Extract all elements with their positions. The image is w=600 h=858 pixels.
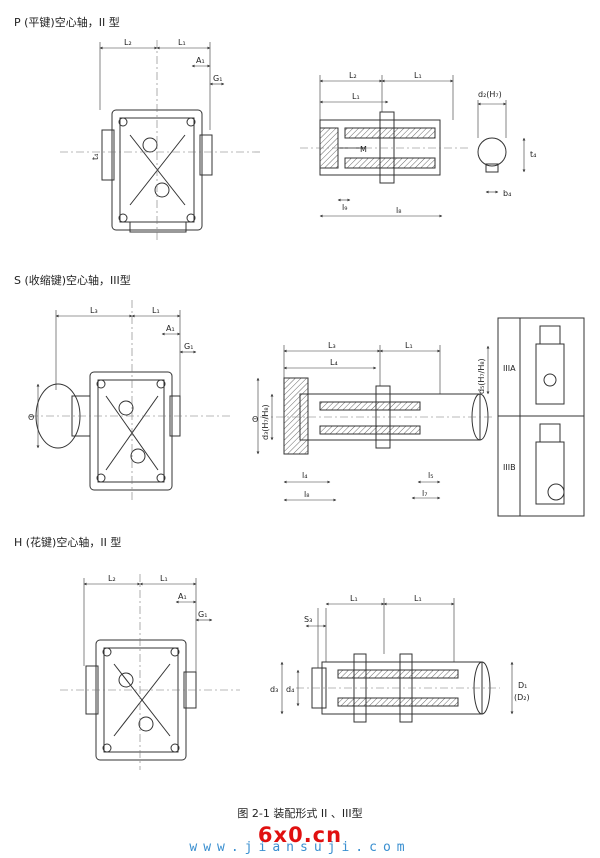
dim-label-p-shaft-L2: L₂	[349, 71, 357, 80]
variant-label-IIIA: IIIA	[503, 364, 516, 373]
dim-label-p-L2: L₂	[124, 38, 132, 47]
dim-label-h-shaft-L1a: L₁	[350, 594, 358, 603]
dimensions-h-shaft	[280, 598, 514, 715]
hollow-shaft-p	[319, 111, 441, 184]
dim-label-p-t4: t₄	[530, 150, 536, 159]
watermark: 6x0.cn	[0, 823, 600, 847]
key-section-p	[477, 137, 507, 173]
gearbox-p	[101, 109, 213, 233]
dim-label-h-shaft-L1b: L₁	[414, 594, 422, 603]
dim-label-s-theta: Θ	[28, 413, 34, 422]
variants-box	[497, 317, 585, 517]
dim-label-p-l9: l₉	[342, 203, 347, 212]
dim-label-s-l5: l₅	[428, 471, 433, 480]
dim-label-p-L1: L₁	[178, 38, 186, 47]
dim-label-s-shaft-L1: L₁	[405, 341, 413, 350]
dim-label-s-l7: l₇	[422, 489, 427, 498]
dimensions-p	[60, 40, 260, 240]
dim-label-s-l4: l₄	[302, 471, 307, 480]
dimensions-p-key	[477, 100, 526, 194]
dim-label-p-d: t₄	[91, 154, 100, 160]
dimensions-p-shaft	[300, 75, 470, 218]
dim-label-p-l8: l₈	[396, 206, 401, 215]
dim-label-p-A1: A₁	[196, 56, 205, 65]
dim-label-h-d4: d₄	[286, 685, 294, 694]
dimensions-h	[60, 574, 240, 770]
dim-label-s-A1: A₁	[166, 324, 175, 333]
hollow-shaft-s	[283, 377, 489, 455]
section-title-p: P (平键)空心轴，II 型	[14, 16, 120, 29]
dim-label-h-L1: L₁	[160, 574, 168, 583]
dimensions-s-shaft	[256, 345, 492, 502]
dim-label-p-G1: G₁	[213, 74, 222, 83]
dim-label-h-D2: (D₂)	[514, 693, 530, 702]
dim-label-s-d3: d₃(H₇/H₈)	[261, 404, 270, 440]
dim-label-p-d2: d₂(H₇)	[478, 90, 502, 99]
dim-label-h-D1: D₁	[518, 681, 527, 690]
dim-label-p-shaft-L1b: L₁	[352, 92, 360, 101]
dim-label-p-b4: b₄	[503, 189, 511, 198]
variant-label-IIIB: IIIB	[503, 463, 516, 472]
dim-label-s-G1: G₁	[184, 342, 193, 351]
dim-label-h-G1: G₁	[198, 610, 207, 619]
watermark-sub: www.jiansuji.com	[189, 840, 411, 855]
dim-label-s-l8: l₈	[304, 490, 309, 499]
dim-label-s-shaft-L3: L₃	[328, 341, 336, 350]
figure-caption: 图 2-1 装配形式 II 、III型	[237, 807, 363, 820]
dim-label-h-S3: S₃	[304, 615, 312, 624]
section-title-h: H (花键)空心轴，II 型	[14, 536, 122, 549]
dimensions-s	[30, 300, 230, 500]
dim-label-s-d5: d₅(H₇/H₈)	[477, 358, 486, 394]
dim-label-p-shaft-L1: L₁	[414, 71, 422, 80]
dim-label-h-d3: d₃	[270, 685, 278, 694]
dim-label-p-M: M	[360, 145, 367, 154]
watermark-main: 6x0.cn	[257, 823, 343, 847]
dim-label-s-L4: L₄	[330, 358, 338, 367]
dim-label-s-L1: L₁	[152, 306, 160, 315]
gearbox-s	[35, 371, 181, 491]
dim-label-s-L3: L₃	[90, 306, 98, 315]
gearbox-h	[85, 639, 197, 761]
dim-label-h-A1: A₁	[178, 592, 187, 601]
dim-label-s-shaft-theta: Θ	[252, 415, 258, 424]
dim-label-h-L2: L₂	[108, 574, 116, 583]
section-title-s: S (收缩键)空心轴，III型	[14, 274, 131, 287]
